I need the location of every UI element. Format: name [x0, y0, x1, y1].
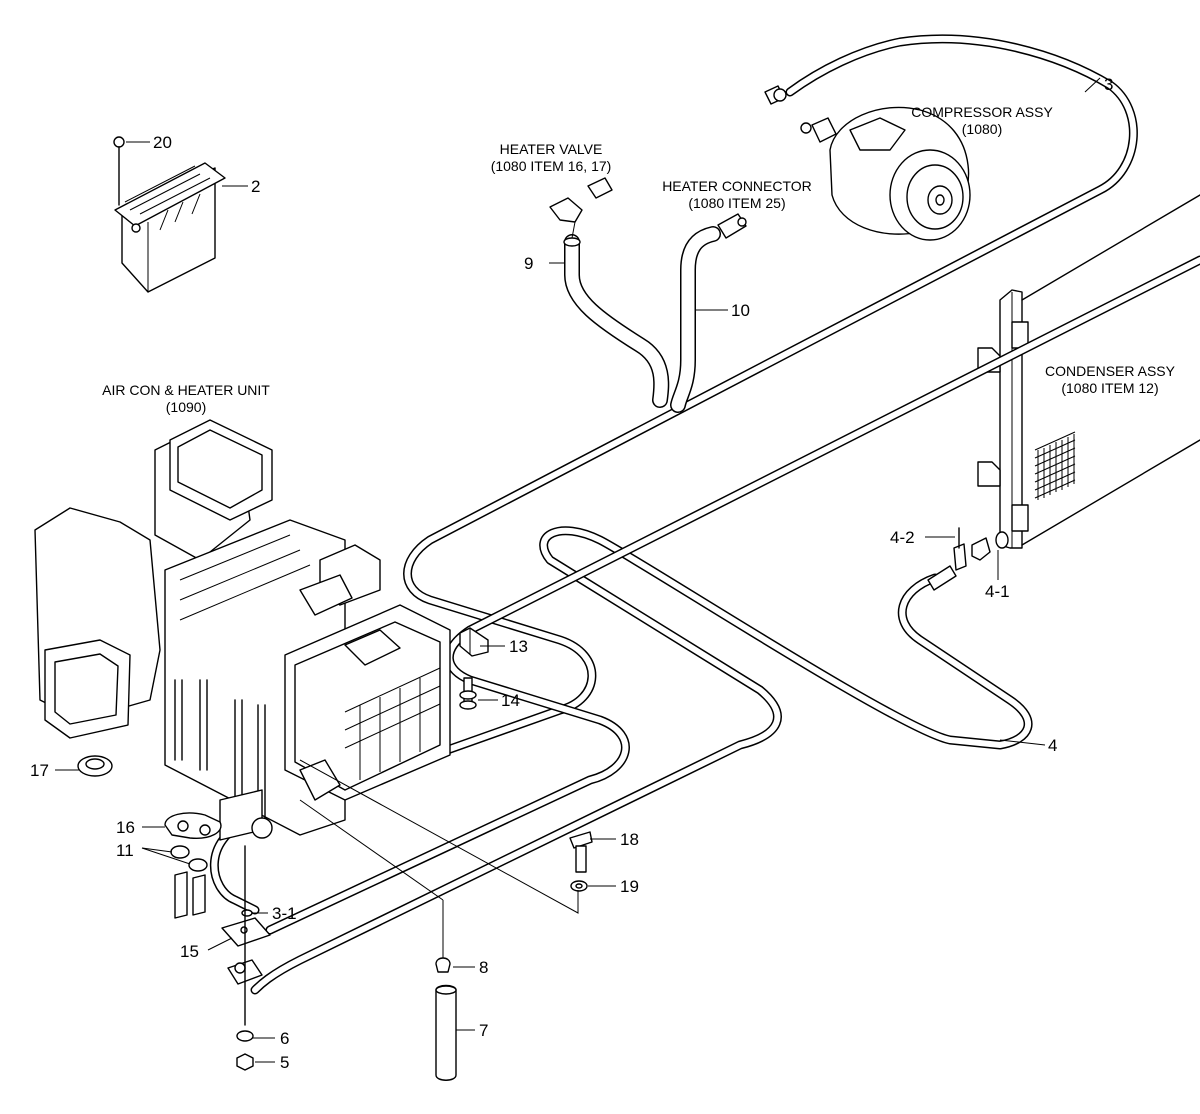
heater-valve-ref: (1080 ITEM 16, 17) [491, 158, 612, 174]
callout-3: 3 [1104, 75, 1113, 94]
washer-3-1 [241, 909, 253, 917]
callout-17: 17 [30, 761, 49, 780]
callout-16: 16 [116, 818, 135, 837]
hose-10 [670, 226, 721, 413]
compressor-ref: (1080) [962, 121, 1002, 137]
bolt-18 [569, 831, 593, 873]
callout-20: 20 [153, 133, 172, 152]
callout-4-2: 4-2 [890, 528, 915, 547]
coupling-4 [927, 565, 957, 591]
heater-connector-part [717, 213, 747, 239]
callout-2: 2 [251, 177, 260, 196]
callout-5: 5 [280, 1053, 289, 1072]
callout-4-1: 4-1 [985, 582, 1010, 601]
bracket-13 [459, 627, 489, 657]
washer-6 [236, 1030, 254, 1042]
hose-9 [563, 234, 670, 408]
fitting-4-1 [971, 531, 1009, 561]
screw-20 [113, 136, 125, 206]
clamp-8 [435, 900, 451, 973]
seal-16 [164, 812, 222, 839]
valve-4-2 [953, 527, 967, 571]
callout-9: 9 [524, 254, 533, 273]
pipe-4 [250, 526, 1033, 995]
callout-10: 10 [731, 301, 750, 320]
callout-3-1: 3-1 [272, 904, 297, 923]
callout-18: 18 [620, 830, 639, 849]
bolt-14 [459, 677, 477, 710]
washer-19 [570, 880, 588, 892]
callout-4: 4 [1048, 736, 1057, 755]
callout-11: 11 [116, 841, 134, 860]
aircon-unit-ref: (1090) [166, 399, 206, 415]
callout-7: 7 [479, 1021, 488, 1040]
plate-15 [221, 917, 271, 947]
compressor-name: COMPRESSOR ASSY [911, 104, 1053, 120]
aircon-unit-name: AIR CON & HEATER UNIT [102, 382, 270, 398]
nut-5 [236, 1053, 254, 1071]
heater-valve-part [549, 177, 613, 239]
callout-14: 14 [501, 691, 520, 710]
callout-8: 8 [479, 958, 488, 977]
callout-19: 19 [620, 877, 639, 896]
callout-13: 13 [509, 637, 528, 656]
callout-6: 6 [280, 1029, 289, 1048]
condenser-name: CONDENSER ASSY [1045, 363, 1176, 379]
condenser-ref: (1080 ITEM 12) [1061, 380, 1158, 396]
assembly-captions: COMPRESSOR ASSY (1080) HEATER VALVE (108… [102, 104, 1176, 415]
callout-numbers: 20 2 3 9 10 4-2 4-1 4 13 14 17 16 11 3-1… [30, 75, 1113, 1072]
o-ring-11 [170, 845, 208, 872]
control-panel-part [114, 162, 226, 293]
condenser-fin-grid [1034, 431, 1076, 500]
callout-15: 15 [180, 942, 199, 961]
heater-connector-name: HEATER CONNECTOR [662, 178, 812, 194]
pipe-lower-run [265, 255, 1200, 935]
aircon-heater-unit [34, 419, 451, 841]
heater-connector-ref: (1080 ITEM 25) [688, 195, 785, 211]
unit-filter-grid [344, 667, 441, 780]
drain-hose-7 [435, 984, 457, 1081]
grommet-17 [77, 755, 113, 777]
pipe-ends-11 [174, 871, 206, 919]
block-fitting [227, 845, 263, 1026]
leader-lines [55, 77, 1101, 1063]
compressor-assembly [764, 85, 971, 241]
heater-valve-name: HEATER VALVE [500, 141, 603, 157]
